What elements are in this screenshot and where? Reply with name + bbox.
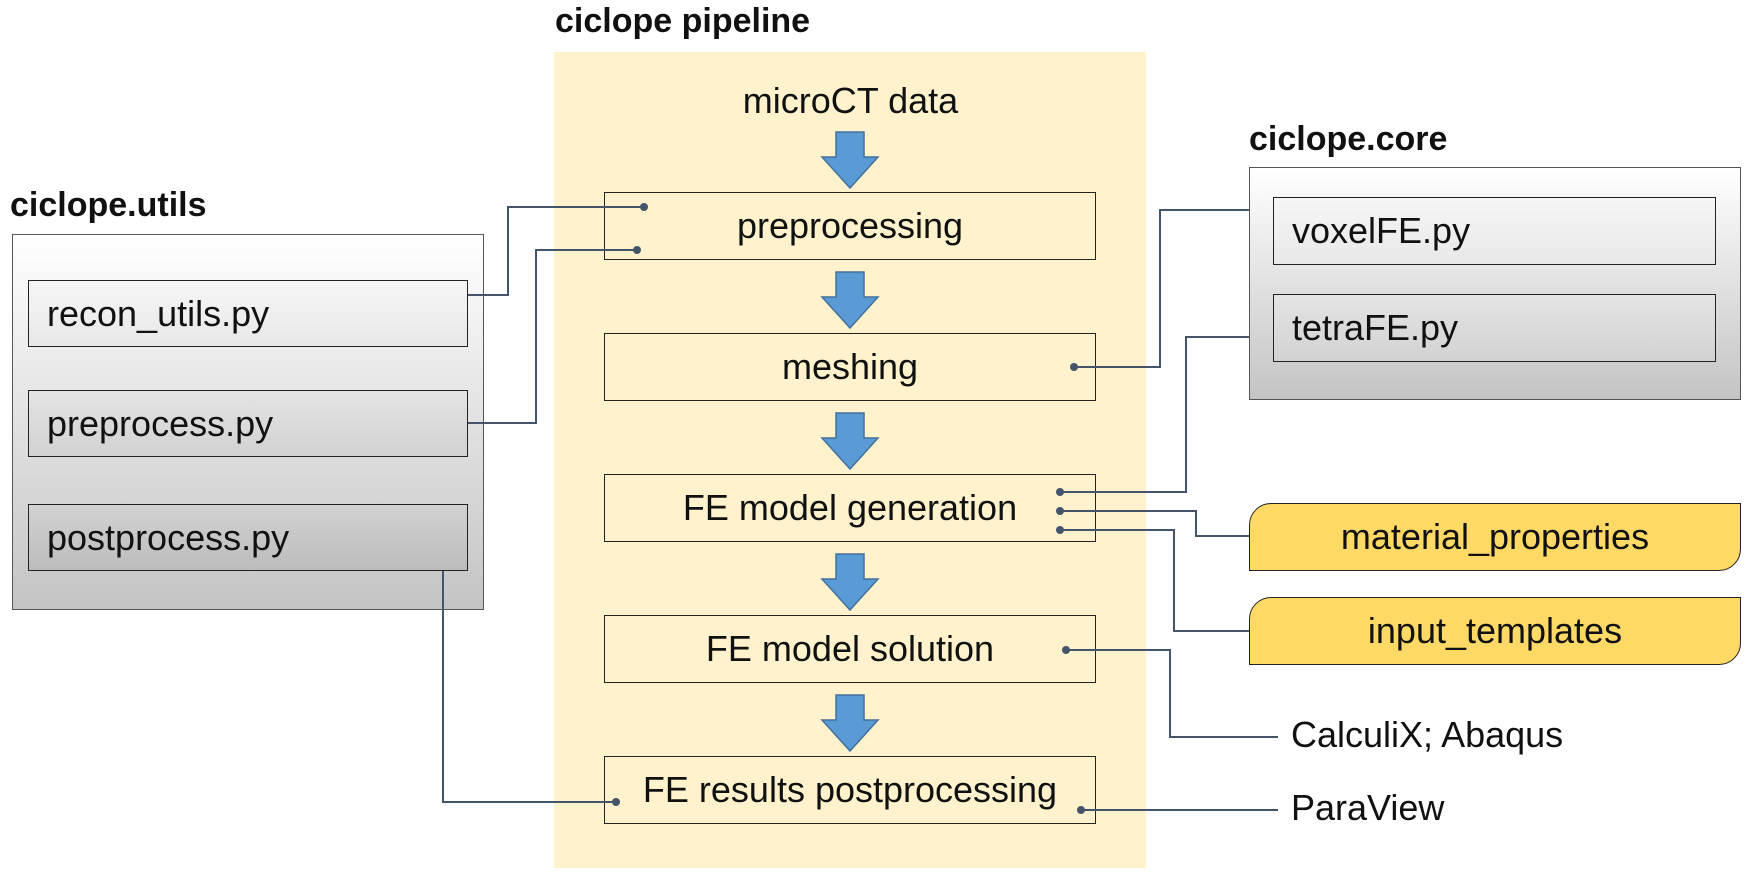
connector-femodel-to-material <box>1060 510 1249 537</box>
connector-dot <box>1070 363 1078 371</box>
module-postprocess[interactable]: postprocess.py <box>28 504 468 571</box>
connector-solution-to-solvers <box>1066 649 1278 738</box>
step-fe-model-solution[interactable]: FE model solution <box>604 615 1096 683</box>
connector-dot <box>633 246 641 254</box>
external-solvers-label: CalculiX; Abaqus <box>1291 714 1564 755</box>
down-arrow-icon <box>820 553 880 612</box>
down-arrow-icon <box>820 271 880 330</box>
module-recon-utils[interactable]: recon_utils.py <box>28 280 468 347</box>
connector-dot <box>1056 507 1064 515</box>
utils-title: ciclope.utils <box>10 186 207 224</box>
down-arrow-icon <box>820 412 880 471</box>
resource-material-properties[interactable]: material_properties <box>1249 503 1741 571</box>
connector-dot <box>1062 646 1070 654</box>
connector-preprocess-to-preprocessing <box>468 249 637 424</box>
module-tetrafe[interactable]: tetraFE.py <box>1273 294 1716 362</box>
connector-dot <box>1056 488 1064 496</box>
module-preprocess[interactable]: preprocess.py <box>28 390 468 457</box>
down-arrow-icon <box>820 694 880 753</box>
resource-input-templates[interactable]: input_templates <box>1249 597 1741 665</box>
down-arrow-icon <box>820 131 880 190</box>
core-title: ciclope.core <box>1249 120 1448 158</box>
pipeline-title: ciclope pipeline <box>555 2 811 40</box>
connector-postprocess-to-results <box>442 571 616 803</box>
module-voxelfe[interactable]: voxelFE.py <box>1273 197 1716 265</box>
connector-dot <box>640 203 648 211</box>
connector-recon-to-preprocessing <box>468 206 644 296</box>
step-fe-model-generation[interactable]: FE model generation <box>604 474 1096 542</box>
step-meshing[interactable]: meshing <box>604 333 1096 401</box>
connector-meshing-to-voxelfe <box>1074 209 1249 368</box>
connector-femodel-to-tetrafe <box>1060 336 1249 493</box>
pipeline-input-label: microCT data <box>742 80 959 121</box>
connector-dot <box>1077 806 1085 814</box>
connector-dot <box>1056 526 1064 534</box>
connector-femodel-to-templates <box>1060 529 1249 632</box>
step-preprocessing[interactable]: preprocessing <box>604 192 1096 260</box>
connector-dot <box>612 798 620 806</box>
step-fe-results-postprocessing[interactable]: FE results postprocessing <box>604 756 1096 824</box>
external-viewer-label: ParaView <box>1291 787 1445 828</box>
